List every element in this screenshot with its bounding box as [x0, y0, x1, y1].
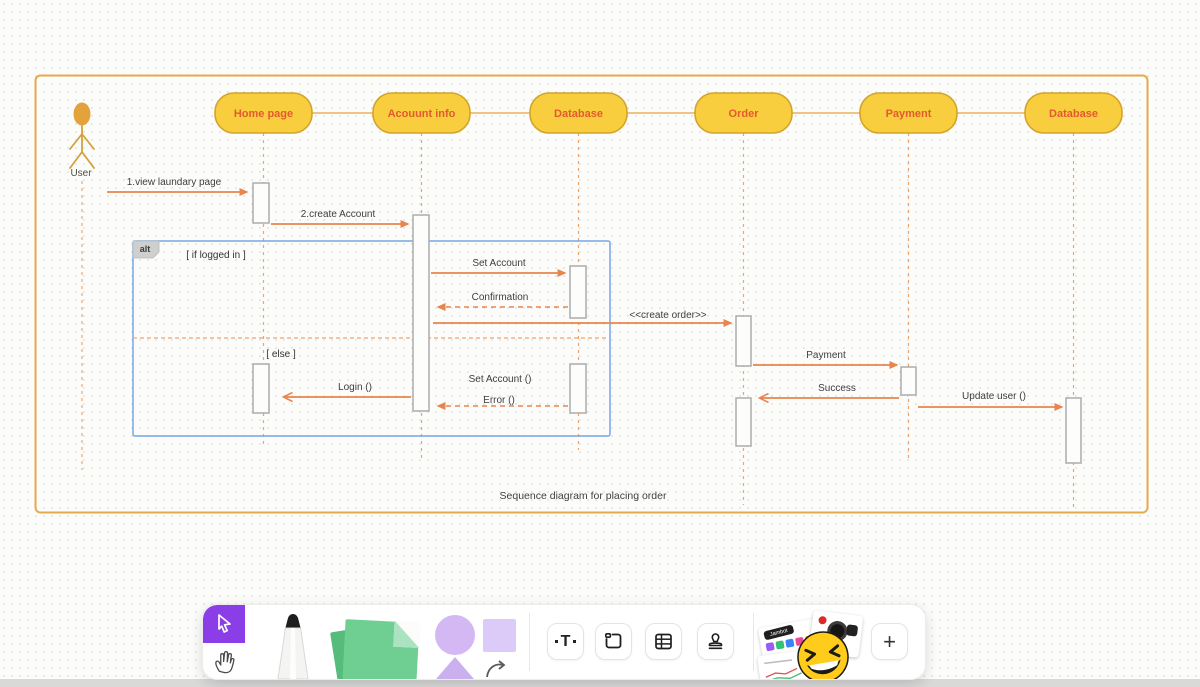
guard-else: [ else ]: [266, 349, 296, 360]
message-set-account[interactable]: Set Account: [431, 258, 567, 277]
message-create-account[interactable]: 2.create Account: [271, 209, 410, 228]
actor-label: User: [70, 168, 92, 179]
laughing-emoji-sticker: [791, 625, 854, 679]
section-icon: [604, 632, 622, 649]
mini-chart-icon: [764, 659, 802, 679]
participant-nodes: Home page Acouunt info Database Order Pa…: [214, 92, 1123, 134]
select-tool[interactable]: [203, 605, 245, 643]
stamp-tool[interactable]: [697, 623, 734, 660]
section-tool[interactable]: [595, 623, 632, 660]
svg-text:Set Account (): Set Account (): [469, 374, 532, 385]
shapes-icon: [435, 615, 516, 679]
activation-home-2[interactable]: [252, 363, 270, 414]
svg-text:1.view laundary page: 1.view laundary page: [127, 177, 222, 188]
message-view-page[interactable]: 1.view laundary page: [107, 177, 249, 196]
message-error[interactable]: Error (): [436, 395, 568, 410]
svg-text:Success: Success: [818, 383, 856, 394]
message-set-account-else[interactable]: Set Account (): [469, 374, 532, 385]
more-tools-button[interactable]: +: [871, 623, 908, 660]
bottom-edge-strip: [0, 679, 1200, 687]
svg-text:Login (): Login (): [338, 382, 372, 393]
activation-order-2[interactable]: [735, 397, 752, 447]
message-login[interactable]: Login (): [284, 382, 411, 397]
svg-text:Payment: Payment: [806, 350, 846, 361]
lifelines: [81, 133, 1075, 507]
sticky-note-front: [342, 619, 421, 679]
actor-body: [69, 125, 95, 169]
camera-record-dot: [818, 615, 828, 625]
svg-text:Database: Database: [554, 108, 603, 120]
diagram-frame[interactable]: [34, 74, 1149, 514]
figjam-toolbar: T Jambot: [203, 605, 925, 679]
activation-account-info[interactable]: [412, 214, 430, 412]
activation-database-2[interactable]: [1065, 397, 1082, 464]
sticky-note-tool[interactable]: [328, 615, 428, 679]
activation-home-1[interactable]: [252, 182, 270, 224]
text-tool[interactable]: T: [547, 623, 584, 660]
svg-text:Order: Order: [729, 108, 760, 120]
stamp-icon: [708, 633, 723, 650]
toolbar-divider-1: [529, 613, 530, 671]
activation-database-1b[interactable]: [569, 363, 587, 414]
node-payment[interactable]: Payment: [859, 92, 958, 134]
message-update-user[interactable]: Update user (): [918, 391, 1064, 411]
marker-tool[interactable]: [255, 613, 331, 679]
table-icon: [655, 633, 672, 650]
alt-operator-label: alt: [140, 244, 151, 254]
message-payment[interactable]: Payment: [753, 350, 899, 369]
svg-text:Home page: Home page: [234, 108, 293, 120]
marker-pen-icon: [277, 614, 309, 679]
node-home-page[interactable]: Home page: [214, 92, 313, 134]
activations: [252, 182, 1082, 464]
hand-icon: [215, 651, 235, 674]
cursor-icon: [218, 614, 231, 633]
svg-text:2.create Account: 2.create Account: [301, 209, 376, 220]
svg-text:Update user (): Update user (): [962, 391, 1026, 402]
node-database-2[interactable]: Database: [1024, 92, 1123, 134]
node-order[interactable]: Order: [694, 92, 793, 134]
svg-text:Database: Database: [1049, 108, 1098, 120]
activation-order-1[interactable]: [735, 315, 752, 367]
table-tool[interactable]: [645, 623, 682, 660]
node-account-info[interactable]: Acouunt info: [372, 92, 471, 134]
actor-user[interactable]: User: [69, 102, 95, 180]
hand-tool[interactable]: [203, 643, 245, 679]
message-confirmation[interactable]: Confirmation: [436, 292, 568, 311]
svg-text:Payment: Payment: [886, 108, 932, 120]
sticky-note-fold: [393, 620, 421, 648]
messages: 1.view laundary page 2.create Account Se…: [107, 177, 1064, 411]
alt-operator-tab: [132, 240, 160, 259]
chart-widget-card: [757, 650, 811, 679]
message-create-order[interactable]: <<create order>>: [433, 310, 733, 327]
svg-text:Error (): Error (): [483, 395, 515, 406]
message-success[interactable]: Success: [760, 383, 899, 398]
shapes-tool[interactable]: [431, 613, 533, 679]
actor-head: [73, 102, 91, 126]
svg-text:<<create order>>: <<create order>>: [629, 310, 706, 321]
svg-text:Acouunt info: Acouunt info: [388, 108, 456, 120]
diagram-caption[interactable]: Sequence diagram for placing order: [500, 490, 667, 502]
activation-database-1a[interactable]: [569, 265, 587, 319]
text-icon: T: [555, 633, 576, 650]
svg-text:Set Account: Set Account: [472, 258, 526, 269]
node-database-1[interactable]: Database: [529, 92, 628, 134]
svg-text:Confirmation: Confirmation: [472, 292, 529, 303]
alt-fragment[interactable]: alt [ if logged in ] [ else ]: [132, 240, 611, 437]
guard-if: [ if logged in ]: [186, 250, 246, 261]
stickers-widgets-tool[interactable]: Jambot: [757, 607, 869, 679]
connector-icon: [486, 663, 504, 678]
activation-payment[interactable]: [900, 366, 917, 396]
toolbar-divider-2: [753, 613, 754, 671]
